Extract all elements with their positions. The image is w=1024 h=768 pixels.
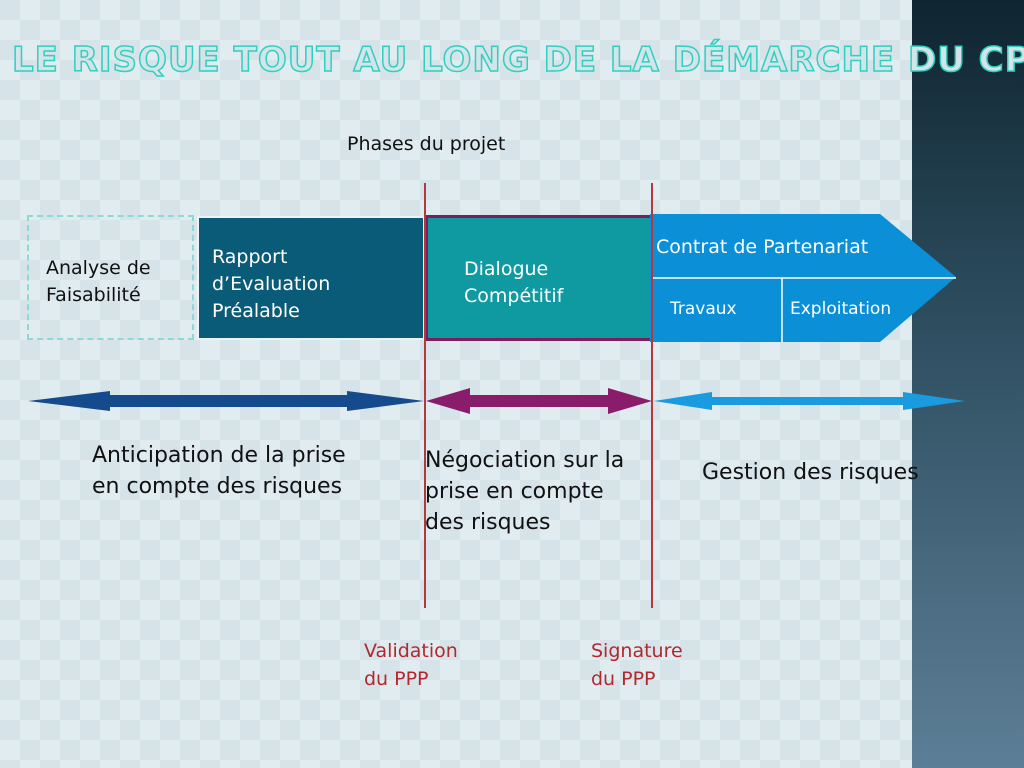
milestone-signature: Signature du PPP: [591, 640, 683, 690]
risk-text-gestion: Gestion des risques: [702, 460, 919, 485]
phase-label-exploitation: Exploitation: [790, 299, 892, 319]
phase-label-contrat: Contrat de Partenariat: [656, 236, 869, 258]
phase-label-analyse: Analyse de Faisabilité: [46, 257, 151, 306]
risk-text-anticipation: Anticipation de la prise en compte des r…: [92, 443, 346, 499]
phase-box-rapport: Rapport d’Evaluation Préalable: [197, 216, 425, 340]
phase-label-dialogue: Dialogue Compétitif: [464, 258, 564, 307]
phase-arrow-contrat: [650, 214, 956, 342]
phase-label-rapport: Rapport d’Evaluation Préalable: [212, 246, 331, 322]
phase-box-dialogue: Dialogue Compétitif: [425, 215, 653, 341]
milestone-line-signature: [651, 183, 653, 608]
milestone-line-validation: [424, 183, 426, 608]
arrow-gestion: [654, 392, 965, 410]
phase-box-analyse: Analyse de Faisabilité: [27, 215, 194, 340]
phases-label: Phases du projet: [347, 133, 506, 155]
slide-title: Le risque tout au long de la démarche du…: [11, 39, 1024, 81]
arrow-negociation: [426, 388, 652, 414]
side-panel: [912, 0, 1024, 768]
milestone-validation: Validation du PPP: [364, 640, 458, 690]
risk-arrows: [28, 388, 965, 414]
risk-text-negociation: Négociation sur la prise en compte des r…: [425, 448, 625, 535]
phase-label-travaux: Travaux: [670, 299, 737, 319]
arrow-anticipation: [28, 391, 424, 411]
